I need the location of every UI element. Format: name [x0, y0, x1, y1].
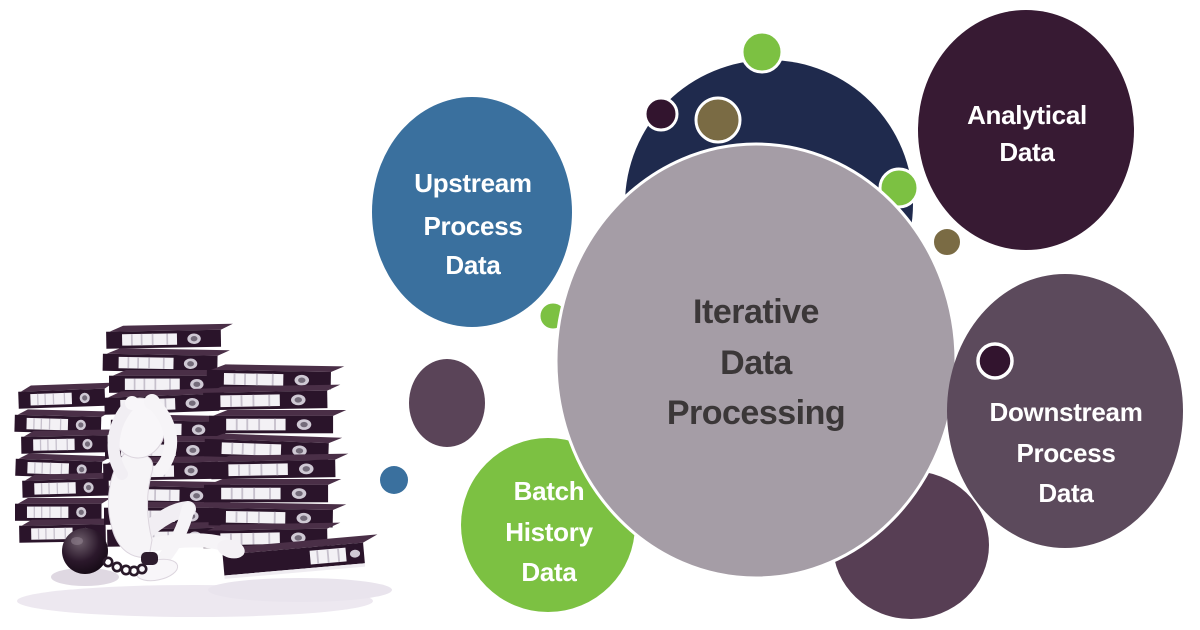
- ball-highlight: [71, 537, 83, 545]
- plum-dot: [643, 96, 679, 132]
- extended-leg: [143, 533, 231, 552]
- binder: [101, 347, 231, 374]
- binder: [17, 381, 116, 410]
- upstream-label-line-3: Data: [445, 250, 501, 280]
- binder-stack-left: [13, 381, 119, 544]
- purple-ellipse-left: [409, 359, 485, 447]
- upstream-label-line-2: Process: [423, 211, 522, 241]
- ball-and-chain: [62, 528, 158, 577]
- batch-label-line-1: Batch: [514, 476, 585, 506]
- downstream-accent-dot: [976, 342, 1014, 380]
- binder-stack-right: [202, 363, 350, 550]
- figure-chained-to-ball-with-binder-stacks-illustration: [13, 322, 392, 617]
- shin: [157, 502, 195, 565]
- upstream-process-data-bubble: [372, 97, 572, 327]
- binder: [208, 409, 348, 435]
- analytical-data-bubble: [918, 10, 1134, 250]
- ankle-shackle: [141, 552, 158, 565]
- center-label-line-2: Data: [720, 344, 793, 382]
- hand: [125, 396, 139, 410]
- center-label-line-3: Processing: [667, 394, 845, 432]
- hand: [144, 394, 160, 410]
- downstream-label-line-1: Downstream: [989, 397, 1142, 427]
- analytical-label: Analytical Data: [967, 100, 1087, 167]
- batch-label: Batch History Data: [505, 476, 594, 587]
- binder: [14, 497, 112, 522]
- batch-label-line-2: History: [505, 517, 593, 547]
- binder: [20, 428, 118, 455]
- floor-shadow-right: [208, 578, 392, 602]
- far-arm: [147, 397, 178, 477]
- binder: [105, 322, 235, 350]
- analytical-label-line-1: Analytical: [967, 100, 1087, 130]
- blue-dot-small: [380, 466, 408, 494]
- far-foot: [217, 539, 245, 559]
- bubble-diagram: Iterative Data Processing Upstream Proce…: [372, 10, 1183, 619]
- brown-dot-left: [694, 96, 742, 144]
- near-arm: [107, 398, 136, 480]
- green-dot-top: [740, 30, 784, 74]
- iron-ball: [62, 528, 108, 574]
- downstream-process-data-bubble: [947, 274, 1183, 548]
- center-label-line-1: Iterative: [693, 293, 819, 331]
- upstream-label-line-1: Upstream: [414, 168, 532, 198]
- flat-binder: [222, 534, 378, 579]
- downstream-label-line-3: Data: [1038, 478, 1094, 508]
- analytical-label-line-2: Data: [999, 137, 1055, 167]
- binder: [203, 478, 343, 504]
- downstream-label-line-2: Process: [1016, 438, 1115, 468]
- batch-label-line-3: Data: [521, 557, 577, 587]
- chain-links: [102, 556, 148, 577]
- binder: [202, 383, 342, 412]
- center-label: Iterative Data Processing: [667, 293, 846, 432]
- brown-dot-right: [932, 227, 962, 257]
- downstream-label: Downstream Process Data: [989, 397, 1142, 508]
- binder: [210, 452, 350, 481]
- ball-shadow: [51, 568, 119, 586]
- upstream-label: Upstream Process Data: [414, 168, 532, 280]
